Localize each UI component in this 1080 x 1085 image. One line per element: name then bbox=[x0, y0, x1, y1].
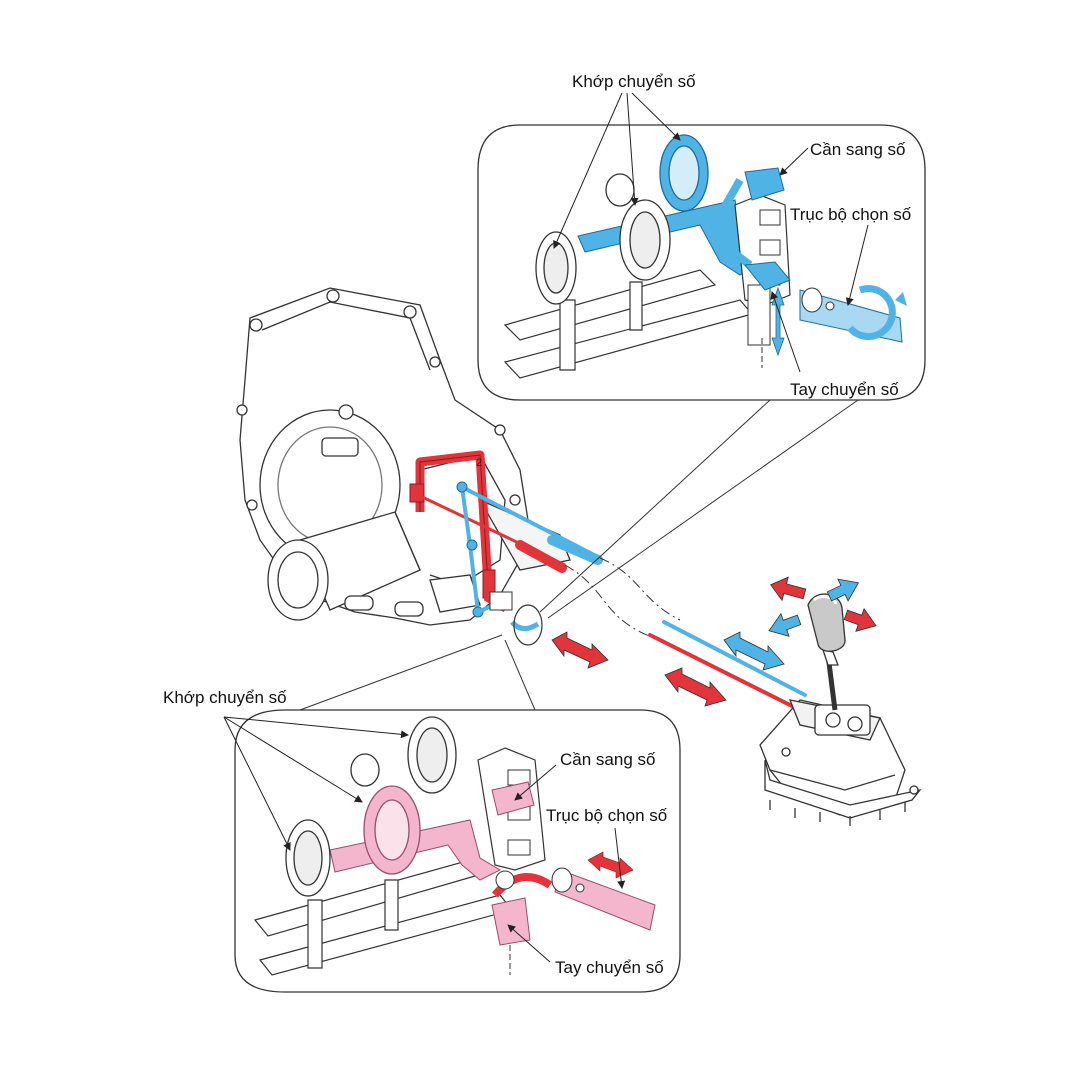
shift-cables bbox=[564, 557, 807, 712]
label-bottom-shift-arm: Tay chuyển số bbox=[555, 958, 664, 977]
bottom-inset bbox=[223, 634, 681, 993]
shift-lever-assembly bbox=[759, 593, 922, 826]
label-bottom-shift-fork: Khớp chuyển số bbox=[163, 688, 287, 707]
central-linkage: 2 bbox=[409, 450, 603, 646]
label-bottom-selector-shaft: Trục bộ chọn số bbox=[546, 806, 668, 825]
label-top-shift-lever: Cần sang số bbox=[810, 140, 906, 159]
lever-motion-arrows bbox=[768, 576, 877, 637]
transmission-housing bbox=[236, 287, 571, 626]
cable-motion-arrows bbox=[551, 631, 785, 707]
label-bottom-shift-lever: Cần sang số bbox=[560, 750, 656, 769]
gate-digit: 2 bbox=[476, 457, 482, 469]
label-top-shift-fork: Khớp chuyển số bbox=[572, 72, 696, 91]
label-top-selector-shaft: Trục bộ chọn số bbox=[790, 205, 912, 224]
top-inset bbox=[477, 92, 926, 619]
label-top-shift-arm: Tay chuyển số bbox=[790, 380, 899, 399]
